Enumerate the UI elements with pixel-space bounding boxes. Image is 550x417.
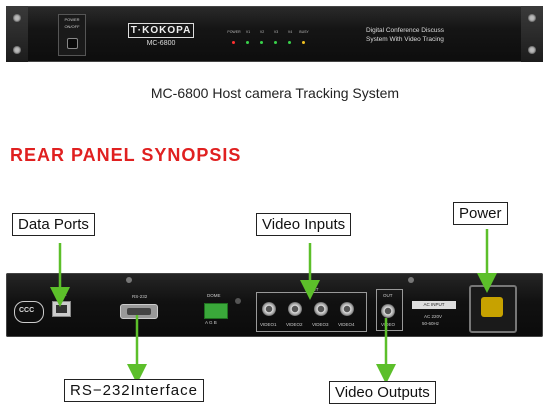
power-label: POWER [64,17,80,22]
out-label: OUT [383,293,393,298]
power-callout: Power [453,202,508,225]
ccc-mark-icon: CCC [14,301,44,323]
led-indicator [288,41,291,44]
rack-screw-hole [528,14,536,22]
video-input-3-connector[interactable] [314,302,328,316]
front-panel: POWER ON/OFF T·KOKOPA MC-6800 POWER V1 V2 V… [6,6,543,62]
front-description-line2: System With Video Tracing [366,36,444,43]
video-input-4-connector[interactable] [340,302,354,316]
power-sub-label: ON/OFF [64,24,80,29]
right-rack-ear [521,6,543,62]
led-label: V4 [287,30,293,34]
power-button[interactable] [67,38,78,49]
rs232-port[interactable] [120,304,158,319]
video-outputs-callout: Video Outputs [329,381,436,404]
section-heading: REAR PANEL SYNOPSIS [10,145,242,165]
fuse-holder [481,297,503,317]
front-description-line1: Digital Conference Discuss [366,27,445,34]
product-caption: MC-6800 Host camera Tracking System [150,85,400,101]
video-input-1-connector[interactable] [262,302,276,316]
led-indicator [260,41,263,44]
led-label: POWER [227,30,241,34]
led-label: V2 [259,30,265,34]
video-inputs-callout: Video Inputs [256,213,352,236]
led-label: BUSY [299,30,309,34]
video-out-label: VIDEO [381,322,396,327]
led-label: V3 [273,30,279,34]
power-socket[interactable] [469,285,517,333]
ac-spec-voltage: AC 220V [424,314,443,319]
rack-screw-hole [13,46,21,54]
video-input-1-label: VIDEO1 [260,322,277,327]
ac-input-label: AC INPUT [412,301,456,309]
video-output-group [376,289,403,331]
power-switch-panel: POWER ON/OFF [58,14,86,56]
rack-screw-hole [13,14,21,22]
rack-screw-hole [528,46,536,54]
video-input-3-label: VIDEO3 [312,322,329,327]
video-input-2-label: VIDEO2 [286,322,303,327]
led-indicator [246,41,249,44]
video-input-2-connector[interactable] [288,302,302,316]
rs232-callout: RS−232Interface [64,379,204,402]
rs232-label: RS-232 [132,294,148,299]
led-indicator [232,41,235,44]
brand-logo: T·KOKOPA [128,23,194,38]
dome-terminal-block[interactable] [204,303,228,319]
chassis-screw [126,277,132,283]
led-indicator [274,41,277,44]
left-rack-ear [6,6,28,62]
model-label: MC-6800 [146,40,176,47]
video-output-connector[interactable] [381,304,395,318]
ground-screw [235,298,241,304]
ac-spec-frequency: 50-60Hz [422,321,440,326]
data-ports-callout: Data Ports [12,213,95,236]
chassis-screw [408,277,414,283]
led-label: V1 [245,30,251,34]
led-indicator [302,41,305,44]
dome-sub-label: A G B [205,320,217,325]
video-input-4-label: VIDEO4 [338,322,355,327]
dome-label: DOME [207,293,221,298]
rear-panel: CCC DATA RS-232 DOME A G B INPUT VIDEO1 … [6,273,543,337]
